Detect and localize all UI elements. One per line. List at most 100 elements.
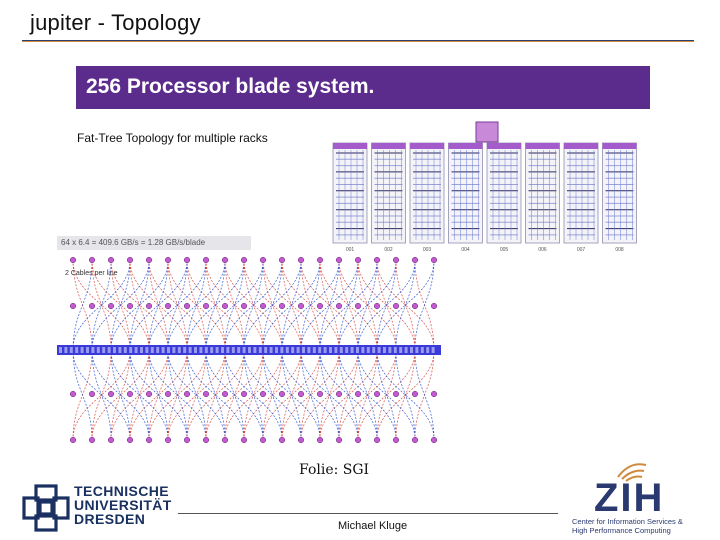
tree-node <box>240 390 248 398</box>
lower-cable <box>224 349 245 441</box>
bus-port <box>280 347 284 353</box>
tree-node <box>335 256 343 264</box>
upper-cable <box>167 259 188 351</box>
bus-port <box>258 347 262 353</box>
bus-port <box>129 347 133 353</box>
tree-node <box>411 256 419 264</box>
lower-cable <box>376 349 435 441</box>
upper-cable <box>148 259 207 351</box>
bandwidth-note: 64 x 6.4 = 409.6 GB/s = 1.28 GB/s/blade <box>57 236 251 250</box>
fat-tree-diagram <box>57 256 441 444</box>
tree-node <box>221 256 229 264</box>
tree-node <box>126 256 134 264</box>
tree-node <box>107 436 115 444</box>
upper-cable <box>281 259 340 351</box>
upper-cable <box>376 259 435 351</box>
upper-cable <box>357 259 378 351</box>
upper-cable <box>167 259 226 351</box>
bus-port <box>318 347 322 353</box>
tree-node <box>392 390 400 398</box>
rack-cabinet: 003 <box>409 142 445 253</box>
upper-cable <box>357 259 416 351</box>
upper-cable <box>110 259 169 351</box>
rack-cabinet: 007 <box>563 142 599 253</box>
bus-port <box>372 347 376 353</box>
bus-port <box>96 347 100 353</box>
bus-port <box>80 347 84 353</box>
tree-node <box>297 390 305 398</box>
tree-node <box>430 436 438 444</box>
lower-cable <box>224 349 283 441</box>
upper-cable <box>319 259 378 351</box>
upper-cable <box>91 259 112 351</box>
lower-cable <box>167 349 226 441</box>
tree-node <box>145 390 153 398</box>
presenter-name: Michael Kluge <box>338 520 408 532</box>
upper-cable <box>205 259 264 351</box>
rack-label: 002 <box>384 247 393 253</box>
tree-node <box>88 436 96 444</box>
bus-port <box>248 347 251 353</box>
tree-node <box>335 436 343 444</box>
fat-tree-label: Fat-Tree Topology for multiple racks <box>77 131 268 145</box>
tree-node <box>202 302 210 310</box>
upper-cable <box>129 259 150 351</box>
bus-port <box>410 347 413 353</box>
upper-cable <box>129 259 188 351</box>
bus-port <box>345 347 349 353</box>
lower-cable <box>357 349 416 441</box>
upper-cable <box>243 259 302 351</box>
bus-port <box>150 347 154 353</box>
lower-cable <box>243 349 302 441</box>
bus-port <box>194 347 197 353</box>
upper-cable <box>300 259 359 351</box>
tree-node <box>240 436 248 444</box>
lower-cable <box>186 349 245 441</box>
tree-node <box>88 256 96 264</box>
tree-node <box>278 436 286 444</box>
lower-cable <box>243 349 264 441</box>
figure-banner-text: 256 Processor blade system. <box>86 75 375 98</box>
lower-cable <box>205 349 264 441</box>
lower-cable <box>243 349 302 441</box>
tree-node <box>202 390 210 398</box>
tree-node <box>259 436 267 444</box>
tree-node <box>126 436 134 444</box>
slide-credit: Folie: SGI <box>299 462 370 478</box>
bus-port <box>75 347 79 353</box>
lower-cable <box>319 349 378 441</box>
lower-cable <box>262 349 321 441</box>
rack-label: 001 <box>346 247 355 253</box>
tree-node <box>69 302 77 310</box>
tree-node <box>373 256 381 264</box>
bus-port <box>388 347 392 353</box>
bus-port <box>339 347 343 353</box>
bus-port <box>134 347 138 353</box>
bus-port <box>356 347 359 353</box>
bus-port <box>393 347 397 353</box>
tree-node <box>316 256 324 264</box>
bus-port <box>383 347 386 353</box>
upper-cable <box>338 259 397 351</box>
lower-cable <box>376 349 397 441</box>
tree-node <box>183 302 191 310</box>
upper-cable <box>72 259 131 351</box>
tree-node <box>88 302 96 310</box>
lower-cable <box>338 349 359 441</box>
rack-cabinet: 004 <box>448 142 483 253</box>
bus-port <box>107 347 111 353</box>
bus-port <box>145 347 149 353</box>
tree-node <box>316 436 324 444</box>
lower-cable <box>414 349 435 441</box>
rack-cabinet: 006 <box>525 142 560 253</box>
bus-port <box>431 347 435 353</box>
bus-port <box>242 347 246 353</box>
tree-node <box>278 256 286 264</box>
bus-port <box>123 347 127 353</box>
lower-cable <box>110 349 169 441</box>
upper-cable <box>110 259 131 351</box>
bus-port <box>231 347 235 353</box>
lower-cable <box>319 349 378 441</box>
lower-cable <box>300 349 359 441</box>
